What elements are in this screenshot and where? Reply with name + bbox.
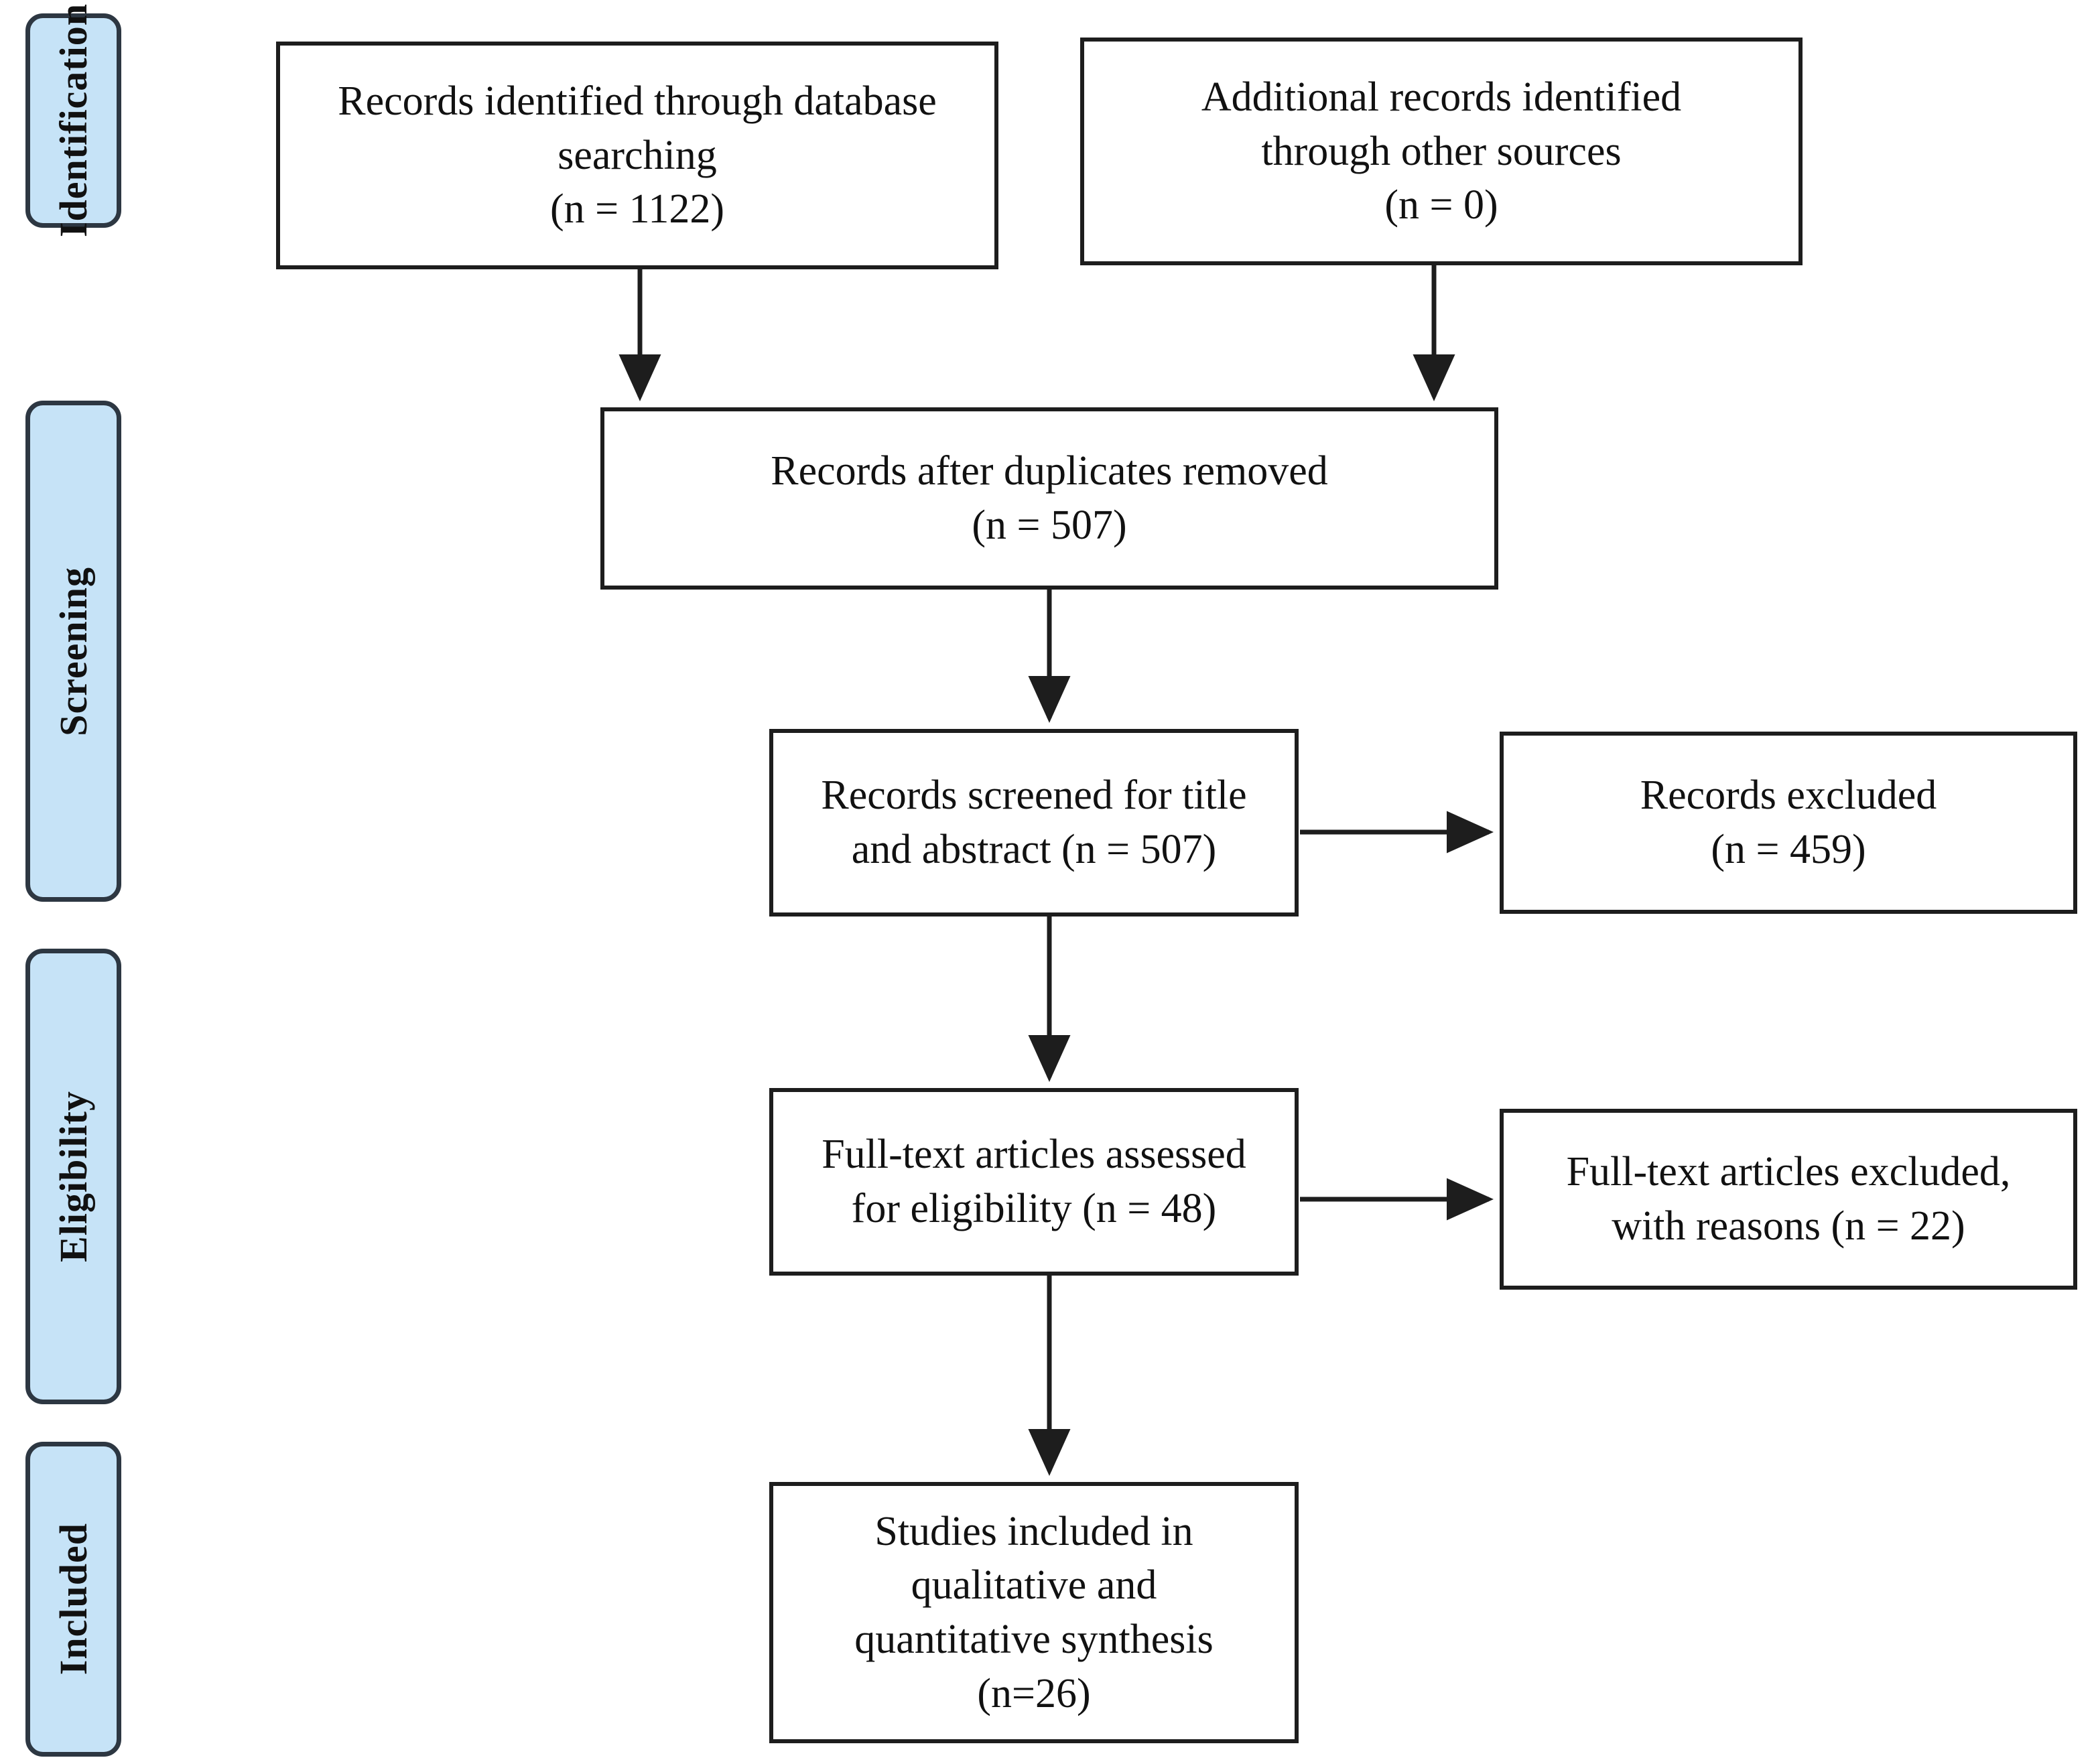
box-records-after-duplicates-removed: Records after duplicates removed (n = 50… [600,407,1498,590]
box-additional-records-other-sources: Additional records identified through ot… [1080,38,1803,265]
box-records-identified-database: Records identified through database sear… [276,42,998,269]
box-records-excluded-text: Records excluded (n = 459) [1640,772,1937,872]
box-records-screened-text: Records screened for title and abstract … [821,772,1247,872]
box-records-identified-database-text: Records identified through database sear… [338,78,937,232]
phase-tab-eligibility: Eligibility [25,949,121,1404]
box-studies-included: Studies included in qualitative and quan… [769,1482,1299,1743]
box-full-text-assessed: Full-text articles assessed for eligibil… [769,1088,1299,1276]
box-studies-included-text: Studies included in qualitative and quan… [854,1508,1214,1716]
box-full-text-assessed-text: Full-text articles assessed for eligibil… [822,1132,1246,1231]
phase-tab-included: Included [25,1442,121,1757]
box-additional-records-other-sources-text: Additional records identified through ot… [1201,74,1682,228]
phase-tab-screening: Screening [25,401,121,902]
box-full-text-excluded-text: Full-text articles excluded, with reason… [1566,1149,2011,1249]
box-records-screened: Records screened for title and abstract … [769,729,1299,917]
phase-tab-identification: Identification [25,3,121,238]
box-full-text-excluded: Full-text articles excluded, with reason… [1500,1109,2077,1290]
box-records-excluded: Records excluded (n = 459) [1500,732,2077,914]
box-records-after-duplicates-removed-text: Records after duplicates removed (n = 50… [771,448,1328,548]
